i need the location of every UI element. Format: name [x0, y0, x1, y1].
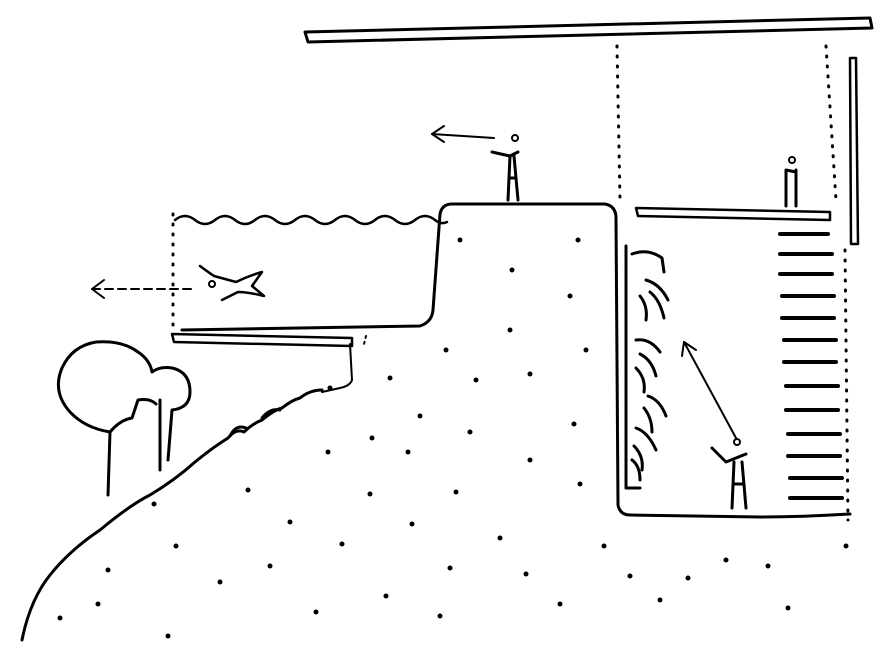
- person-standing-on-platform: [490, 134, 520, 202]
- swimming-person: [198, 264, 266, 302]
- pool-slab: [170, 332, 354, 348]
- terrain-stipple: [57, 237, 849, 639]
- stepped-cliff: [180, 202, 852, 519]
- ground-slope: [20, 388, 324, 642]
- right-column: [848, 56, 860, 246]
- pool-water: [173, 214, 449, 226]
- balcony: [634, 206, 832, 222]
- arrow-left-from-swimmer: [91, 279, 197, 299]
- pool-support: [321, 335, 367, 393]
- glazing-dotted-lines: [171, 44, 850, 522]
- tree: [56, 340, 192, 497]
- hanging-plants: [624, 244, 670, 490]
- person-standing-below: [710, 438, 748, 510]
- roof-slab: [303, 16, 874, 44]
- arrow-up-toward-wall: [681, 341, 737, 439]
- person-standing-on-balcony: [784, 156, 798, 208]
- stair-ladder: [778, 232, 844, 500]
- arrow-left-from-platform-person: [431, 125, 495, 143]
